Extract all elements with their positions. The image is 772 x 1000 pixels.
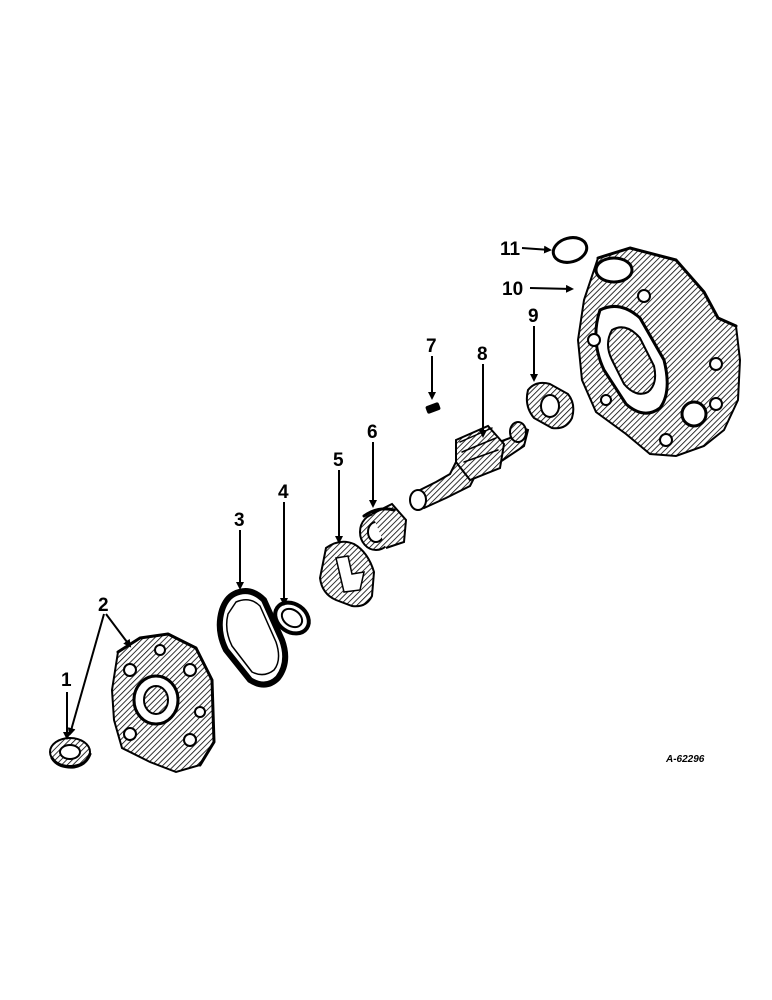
part-3-gasket	[216, 588, 289, 688]
leader-lines	[63, 245, 574, 740]
part-9-retainer	[525, 381, 575, 430]
callout-11: 11	[500, 239, 521, 260]
part-6-bushing	[359, 502, 408, 551]
part-10-housing	[576, 246, 742, 458]
leader-11	[521, 245, 552, 254]
part-4-washer	[273, 600, 311, 636]
part-7-key	[425, 402, 441, 414]
part-1-seal	[49, 737, 92, 769]
callout-7: 7	[426, 336, 437, 357]
callout-4: 4	[278, 482, 289, 503]
callout-6: 6	[367, 422, 378, 443]
callout-labels: 1 2 3 4 5 6 7 8 9 10 11	[61, 239, 539, 691]
callout-5: 5	[333, 450, 344, 471]
leader-10	[529, 284, 574, 293]
callout-10: 10	[502, 279, 523, 300]
callout-3: 3	[234, 510, 245, 531]
callout-1: 1	[61, 670, 72, 691]
leader-2b	[105, 613, 132, 648]
drawing-code: A-62296	[665, 754, 705, 765]
part-5-plate	[318, 540, 376, 608]
callout-2: 2	[98, 595, 109, 616]
leader-2a	[67, 613, 105, 736]
part-8-shaft-gear	[409, 421, 530, 511]
part-11-o-ring	[551, 236, 589, 264]
callout-8: 8	[477, 344, 488, 365]
callout-9: 9	[528, 306, 539, 327]
part-2-cover-plate	[110, 632, 216, 774]
